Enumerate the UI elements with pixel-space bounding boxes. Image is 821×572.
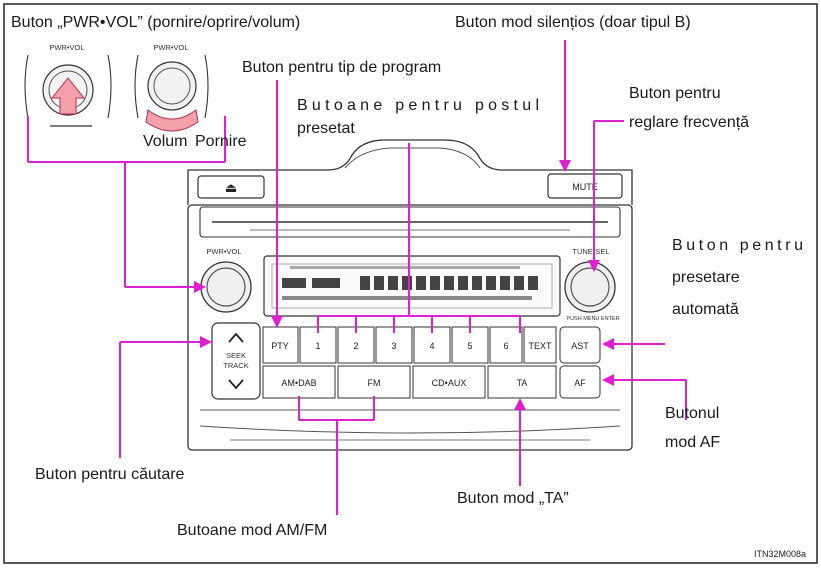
- callout-am-fm: Butoane mod AM/FM: [177, 522, 327, 539]
- chevron-up-icon: [228, 332, 244, 343]
- ast-button[interactable]: [559, 326, 601, 364]
- cd-aux-button[interactable]: [412, 365, 486, 399]
- callout-program-type: Buton pentru tip de program: [242, 59, 441, 76]
- callout-preset-line2: presetat: [297, 120, 355, 137]
- pty-button[interactable]: [262, 326, 299, 364]
- chevron-down-icon: [228, 379, 244, 390]
- preset-3-label: 3: [391, 341, 396, 351]
- pwr-vol-knob[interactable]: [200, 261, 252, 313]
- radio-unit: ⏏ MUTE PWR•VOL TUNE•SEL PUSH MENU ENTER: [187, 139, 633, 451]
- callout-seek: Buton pentru căutare: [35, 466, 185, 483]
- eject-icon: ⏏: [225, 180, 237, 195]
- figure-code: ITN32M008a: [754, 549, 806, 559]
- leader-lines: [27, 40, 687, 515]
- callout-ta: Buton mod „TA”: [457, 490, 569, 507]
- preset-1-label: 1: [315, 341, 320, 351]
- preset-6-label: 6: [503, 341, 508, 351]
- callout-af-line1: Butonul: [665, 405, 719, 422]
- fm-label: FM: [368, 378, 381, 388]
- text-button[interactable]: [523, 326, 557, 364]
- callout-mute-mode: Buton mod silențios (doar tipul B): [455, 14, 691, 31]
- mute-button-label: MUTE: [572, 182, 598, 192]
- preset-5-label: 5: [467, 341, 472, 351]
- mode-row: AM•DAB FM CD•AUX TA: [262, 365, 557, 399]
- press-arrow-icon: [50, 77, 86, 115]
- preset-2-label: 2: [353, 341, 358, 351]
- inset-pwr-vol-label-right: PWR•VOL: [153, 43, 188, 52]
- inset-knob-rotate: [147, 61, 197, 111]
- eject-button[interactable]: [197, 175, 265, 199]
- am-dab-button[interactable]: [262, 365, 336, 399]
- cd-slot-bezel: [187, 139, 633, 205]
- preset-6-button[interactable]: [489, 326, 523, 364]
- mute-button[interactable]: [547, 173, 623, 199]
- callout-ast-line3: automată: [672, 301, 739, 318]
- af-button[interactable]: [559, 365, 601, 399]
- af-label: AF: [574, 378, 586, 388]
- am-dab-label: AM•DAB: [281, 378, 316, 388]
- ast-label: AST: [571, 341, 589, 351]
- preset-4-label: 4: [429, 341, 434, 351]
- seek-label: SEEK: [226, 351, 246, 360]
- track-label: TRACK: [223, 361, 248, 370]
- inset-pwr-vol-label-left: PWR•VOL: [49, 43, 84, 52]
- preset-row: PTY 1 2 3 4 5 6 TEXT: [262, 326, 557, 364]
- callout-pwr-vol: Buton „PWR•VOL” (pornire/oprire/volum): [11, 14, 300, 31]
- tune-sel-knob[interactable]: [564, 261, 616, 313]
- callout-frequency-line1: Buton pentru: [629, 85, 721, 102]
- callout-frequency-line2: reglare frecvență: [629, 114, 749, 131]
- pty-button-label: PTY: [271, 341, 289, 351]
- fm-button[interactable]: [337, 365, 411, 399]
- rotate-arrow-icon: [145, 109, 199, 132]
- callout-pornire: Pornire: [195, 133, 247, 150]
- callout-volum: Volum: [143, 133, 187, 150]
- knob-inset-illustrations: PWR•VOL PWR•VOL: [24, 43, 209, 132]
- callout-ast-line2: presetare: [672, 269, 740, 286]
- seek-track-button[interactable]: [211, 322, 261, 400]
- tune-sel-knob-label: TUNE•SEL: [572, 247, 609, 256]
- ta-button[interactable]: [487, 365, 557, 399]
- text-button-label: TEXT: [528, 341, 552, 351]
- push-menu-enter-label: PUSH MENU ENTER: [566, 316, 619, 322]
- cd-aux-label: CD•AUX: [432, 378, 467, 388]
- ta-label: TA: [517, 378, 528, 388]
- lcd-segments: [282, 266, 538, 300]
- pwr-vol-knob-label: PWR•VOL: [206, 247, 241, 256]
- callout-af-line2: mod AF: [665, 434, 720, 451]
